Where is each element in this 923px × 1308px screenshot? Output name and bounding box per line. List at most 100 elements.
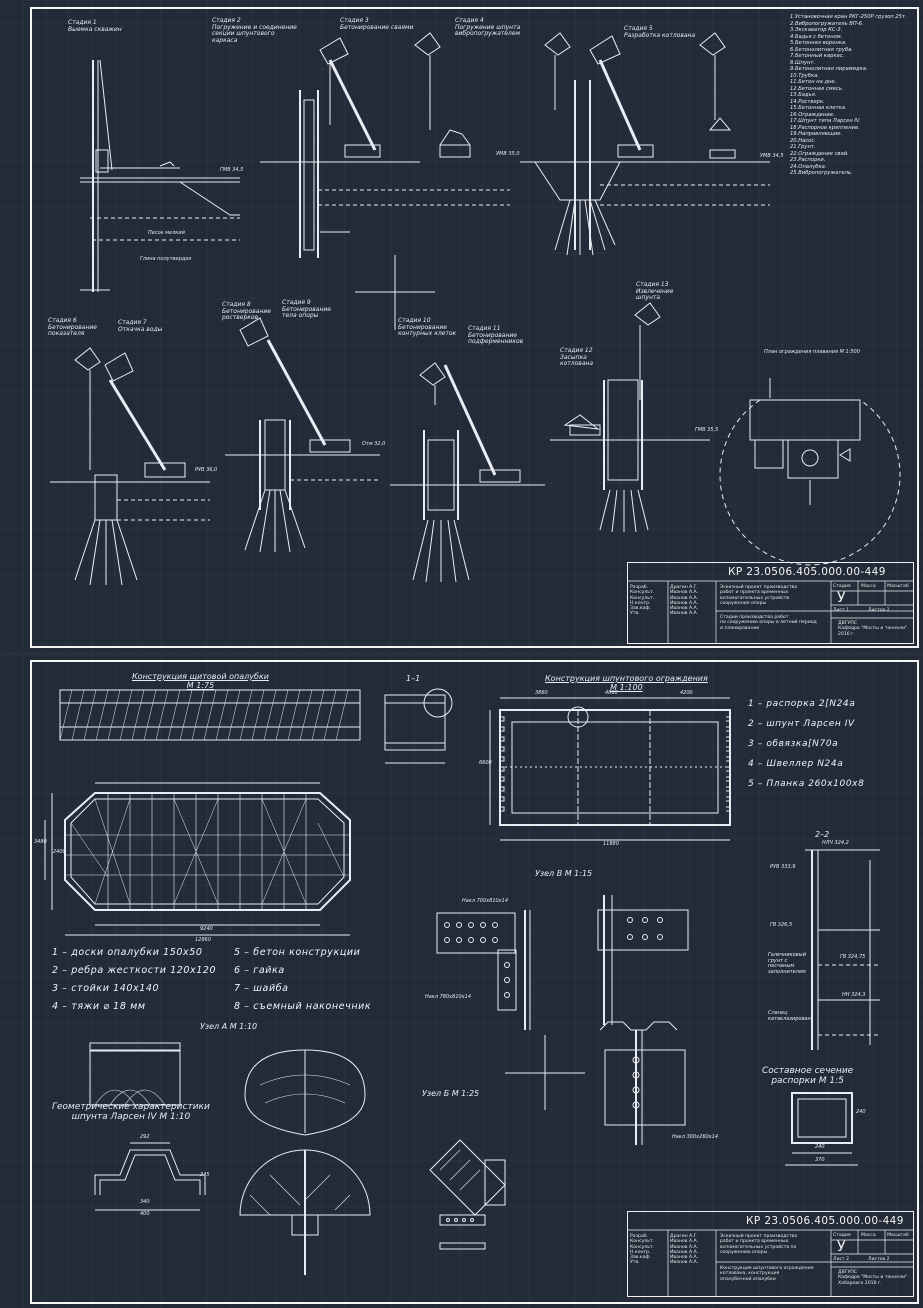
elevation-label: УМВ 34,5 bbox=[760, 153, 784, 159]
drawing-code: КР 23.0506.405.000.00-449 bbox=[746, 1215, 904, 1227]
stage-label: Стадия 6 Бетонирование показателя bbox=[48, 317, 98, 338]
sheetpile-node-detail bbox=[599, 1021, 686, 1145]
circle-node bbox=[239, 1149, 371, 1275]
stage-4-5-drawing bbox=[520, 32, 770, 256]
dimension: 12860 bbox=[195, 937, 211, 943]
stage-label: Стадия 5 Разработка котлована bbox=[624, 25, 696, 39]
node-v-title: Узел В М 1:15 bbox=[535, 869, 593, 878]
drawing-code: КР 23.0506.405.000.00-449 bbox=[728, 566, 886, 578]
grid-background bbox=[0, 655, 923, 1308]
grid-background bbox=[0, 0, 923, 652]
stage-8-9-drawing bbox=[225, 317, 380, 553]
stage-label: Стадия 2 Погружение и соединение секции … bbox=[212, 17, 297, 44]
stamp-roles: Разраб. Консульт. Консульт. Н.контр. Зав… bbox=[630, 585, 655, 617]
sheet-frame bbox=[30, 7, 919, 648]
detail-drawings bbox=[44, 688, 880, 1275]
dimension: 240 bbox=[815, 1144, 825, 1150]
node-a-title: Узел А М 1:10 bbox=[200, 1022, 258, 1031]
dimension: 4860 bbox=[605, 690, 618, 696]
dimension: 345 bbox=[200, 1172, 210, 1178]
sheet-2: Конструкция щитовой опалубки М 1:75 1–1 … bbox=[0, 655, 923, 1308]
notes-list: 1.Установочная кран РКГ-250Р грузоп.25т.… bbox=[790, 14, 907, 176]
stage-10-11-drawing bbox=[390, 362, 545, 583]
stamp-head: Масса bbox=[861, 1233, 876, 1238]
section-2-2-label: ГВ 324,75 bbox=[840, 954, 866, 960]
stage-label: Стадия 7 Откачка воды bbox=[118, 319, 163, 333]
ground-label: Глина полутвердая bbox=[140, 256, 192, 262]
stage-label: Стадия 8 Бетонирование ростверков bbox=[222, 301, 272, 322]
section-2-2 bbox=[805, 849, 880, 1050]
stamp-names: Драгин А.Г. Иванов А.А. Иванов А.А. Иван… bbox=[670, 585, 699, 617]
dimension: 9240 bbox=[200, 926, 213, 932]
stamp-head: Масштаб bbox=[887, 1233, 909, 1238]
sheet-1: Стадия 1 Выемка скважин Стадия 2 Погруже… bbox=[0, 0, 923, 652]
stamp-title: Эскизный проект производства работ и про… bbox=[720, 1234, 798, 1255]
elevation-label: ГМВ 35,5 bbox=[695, 427, 719, 433]
plan-title: План ограждения плавания М 1:500 bbox=[764, 349, 860, 355]
stamp-letter: У bbox=[837, 1239, 846, 1255]
node-label: Накл 780х810х14 bbox=[425, 994, 471, 1000]
stage-label: Стадия 12 Засыпка котлована bbox=[560, 347, 594, 368]
plan-drawing bbox=[719, 378, 901, 566]
stamp-roles: Разраб. Консульт. Консульт. Н.контр. Зав… bbox=[630, 1234, 655, 1266]
dimension: 240 bbox=[856, 1109, 866, 1115]
legend-item: 2 – шпунт Ларсен IV bbox=[748, 719, 855, 729]
dimension: 340 bbox=[140, 1199, 150, 1205]
stage-label: Стадия 3 Бетонирование сваями bbox=[340, 17, 414, 31]
legend-item: 3 – обвязка[N70a bbox=[748, 739, 839, 749]
dimension: 292 bbox=[140, 1134, 150, 1140]
stage-1-drawing bbox=[80, 59, 240, 292]
geometry-title: Геометрические характеристики шпунта Лар… bbox=[52, 1102, 210, 1122]
stamp-letter: У bbox=[837, 590, 846, 606]
stamp-head: Масса bbox=[861, 584, 876, 589]
title-block: КР 23.0506.405.000.00-449 Эскизный проек… bbox=[627, 562, 914, 644]
section-1-1-title: 1–1 bbox=[406, 674, 421, 683]
sheet-frame bbox=[30, 660, 919, 1304]
stamp-sheets: Листов 2 bbox=[868, 608, 890, 613]
stage-label: Стадия 4 Погружение шпунта вибропогружат… bbox=[455, 17, 521, 38]
stamp-title: Эскизный проект производства работ и про… bbox=[720, 585, 798, 606]
elevation-label: РУВ 36,0 bbox=[195, 467, 218, 473]
node-label: Накл 700х810х14 bbox=[462, 898, 508, 904]
legend-item: 6 – гайка bbox=[234, 965, 285, 976]
node-v-detail bbox=[436, 895, 689, 1030]
title-block: КР 23.0506.405.000.00-449 Эскизный проек… bbox=[627, 1211, 914, 1297]
section-2-2-label: Галечниковый грунт с песчаным заполнител… bbox=[768, 952, 806, 975]
stamp-subtitle: Конструкция шпунтового ограждения котлов… bbox=[720, 1266, 814, 1282]
stamp-head: Масштаб bbox=[887, 584, 909, 589]
stamp-sheet: Лист 2 bbox=[833, 1257, 850, 1262]
stamp-head: Стадия bbox=[833, 1233, 851, 1238]
formwork-plan bbox=[44, 782, 351, 936]
stamp-org: ДВГУПС Кафедра "Мосты и тоннели" 2016 г. bbox=[838, 621, 908, 637]
sheetpile-plan bbox=[489, 697, 731, 841]
legend-item: 1 – распорка 2[N24a bbox=[748, 699, 856, 709]
section-2-2-label: РУВ 333,9 bbox=[770, 864, 796, 870]
stage-label: Стадия 9 Бетонирование тела опоры bbox=[282, 299, 332, 320]
elevation-label: ГМВ 34,5 bbox=[220, 167, 244, 173]
larsen-geometry bbox=[94, 1142, 206, 1211]
section-2-2-title: 2–2 bbox=[815, 830, 830, 839]
formwork-title: Конструкция щитовой опалубки М 1:75 bbox=[132, 672, 269, 690]
ground-label: Песок мелкий bbox=[148, 230, 185, 236]
dimension: 2400 bbox=[53, 849, 66, 855]
sheetpile-title: Конструкция шпунтового ограждения М 1:10… bbox=[545, 674, 708, 692]
stage-6-7-drawing bbox=[50, 347, 210, 586]
legend-item: 7 – шайба bbox=[234, 983, 289, 994]
stamp-sheets: Листов 2 bbox=[868, 1257, 890, 1262]
legend-item: 3 – стойки 140х140 bbox=[52, 983, 160, 994]
stage-label: Стадия 10 Бетонирование контурных клеток bbox=[398, 317, 457, 338]
tie-bar bbox=[439, 1214, 486, 1250]
stamp-subtitle: Стадии производства работ по сооружению … bbox=[720, 615, 817, 631]
stage-12-13-drawing bbox=[550, 302, 710, 533]
section-2-2-label: ГВ 326,5 bbox=[770, 922, 793, 928]
legend-item: 1 – доски опалубки 150х50 bbox=[52, 947, 203, 958]
section-2-2-label: НЛЧ 324,2 bbox=[822, 840, 849, 846]
legend-item: 5 – бетон конструкции bbox=[234, 947, 361, 958]
construction-stages-drawing bbox=[50, 32, 901, 586]
elevation-label: УМВ 35,0 bbox=[496, 151, 520, 157]
formwork-elevation bbox=[59, 689, 361, 741]
dimension: 400 bbox=[140, 1211, 150, 1217]
section-2-2-label: НН 324,3 bbox=[842, 992, 866, 998]
strut-section bbox=[785, 1092, 858, 1166]
dimension: 3860 bbox=[535, 690, 548, 696]
